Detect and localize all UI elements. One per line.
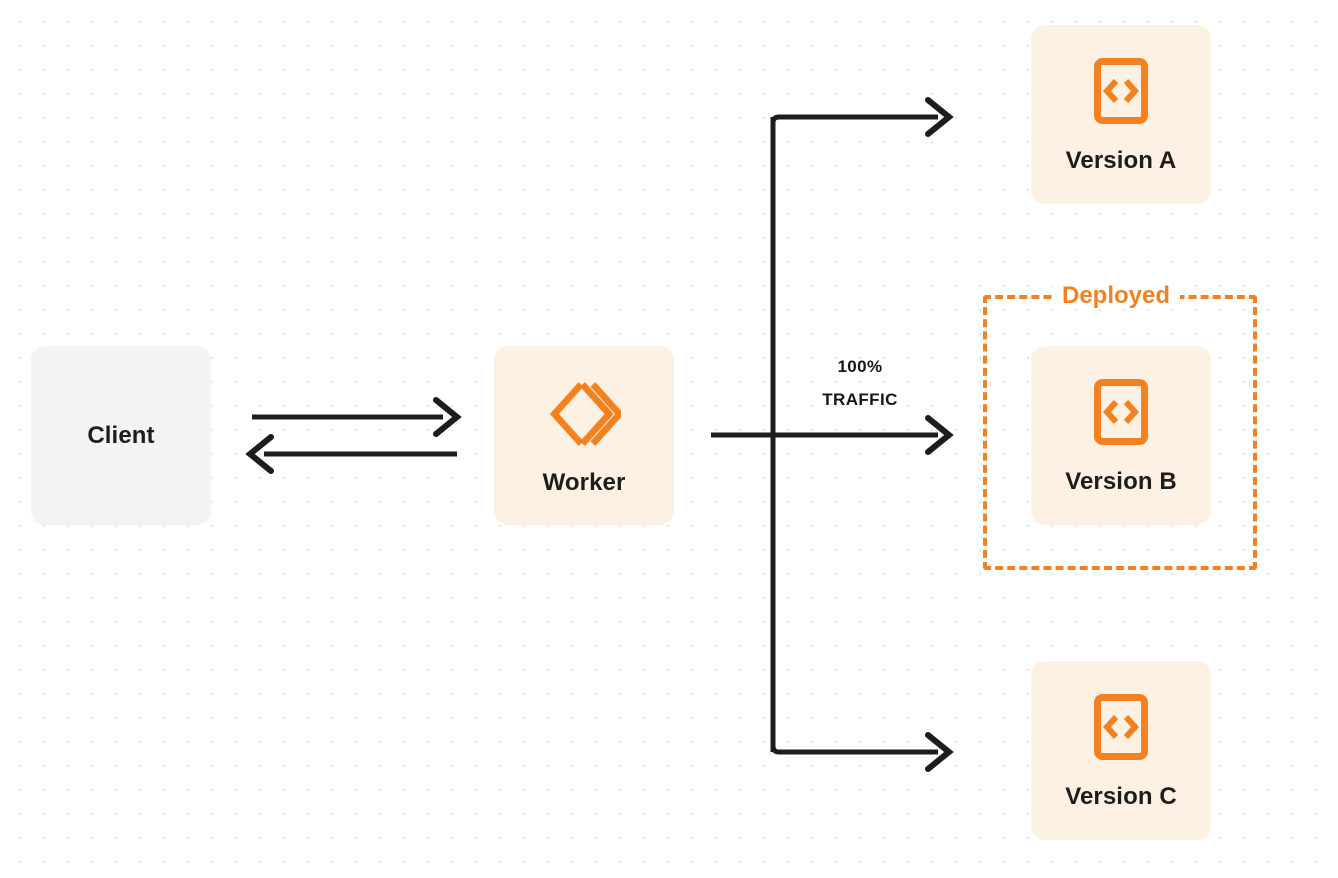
deployed-group-label: Deployed: [1052, 283, 1181, 309]
node-worker[interactable]: Worker: [494, 346, 674, 525]
edge-branch-to-version-c: [770, 732, 954, 772]
node-version-a-label: Version A: [1065, 146, 1177, 174]
code-brackets-icon: [1093, 693, 1149, 761]
traffic-percent: 100%: [837, 357, 883, 376]
code-brackets-icon: [1093, 57, 1149, 125]
node-version-a[interactable]: Version A: [1031, 25, 1211, 204]
arrowhead-right-icon: [433, 397, 462, 437]
cloudflare-workers-logo-icon: [547, 377, 621, 451]
edge-client-to-worker: [252, 397, 462, 437]
node-worker-label: Worker: [542, 468, 626, 496]
arrowhead-right-icon: [925, 97, 954, 137]
node-client-label: Client: [87, 421, 155, 449]
code-brackets-icon: [1093, 378, 1149, 446]
arrowhead-right-icon: [925, 732, 954, 772]
node-client[interactable]: Client: [31, 346, 211, 525]
edge-worker-to-client: [245, 434, 457, 474]
traffic-label: 100% TRAFFIC: [793, 350, 927, 416]
node-version-c[interactable]: Version C: [1031, 661, 1211, 840]
edge-worker-to-branch: [711, 415, 954, 455]
arrowhead-left-icon: [245, 434, 274, 474]
node-version-c-label: Version C: [1065, 782, 1177, 810]
arrowhead-right-icon: [925, 415, 954, 455]
traffic-unit: TRAFFIC: [822, 390, 898, 409]
edge-branch-to-version-a: [770, 97, 954, 137]
node-version-b[interactable]: Version B: [1031, 346, 1211, 525]
node-version-b-label: Version B: [1065, 467, 1177, 495]
